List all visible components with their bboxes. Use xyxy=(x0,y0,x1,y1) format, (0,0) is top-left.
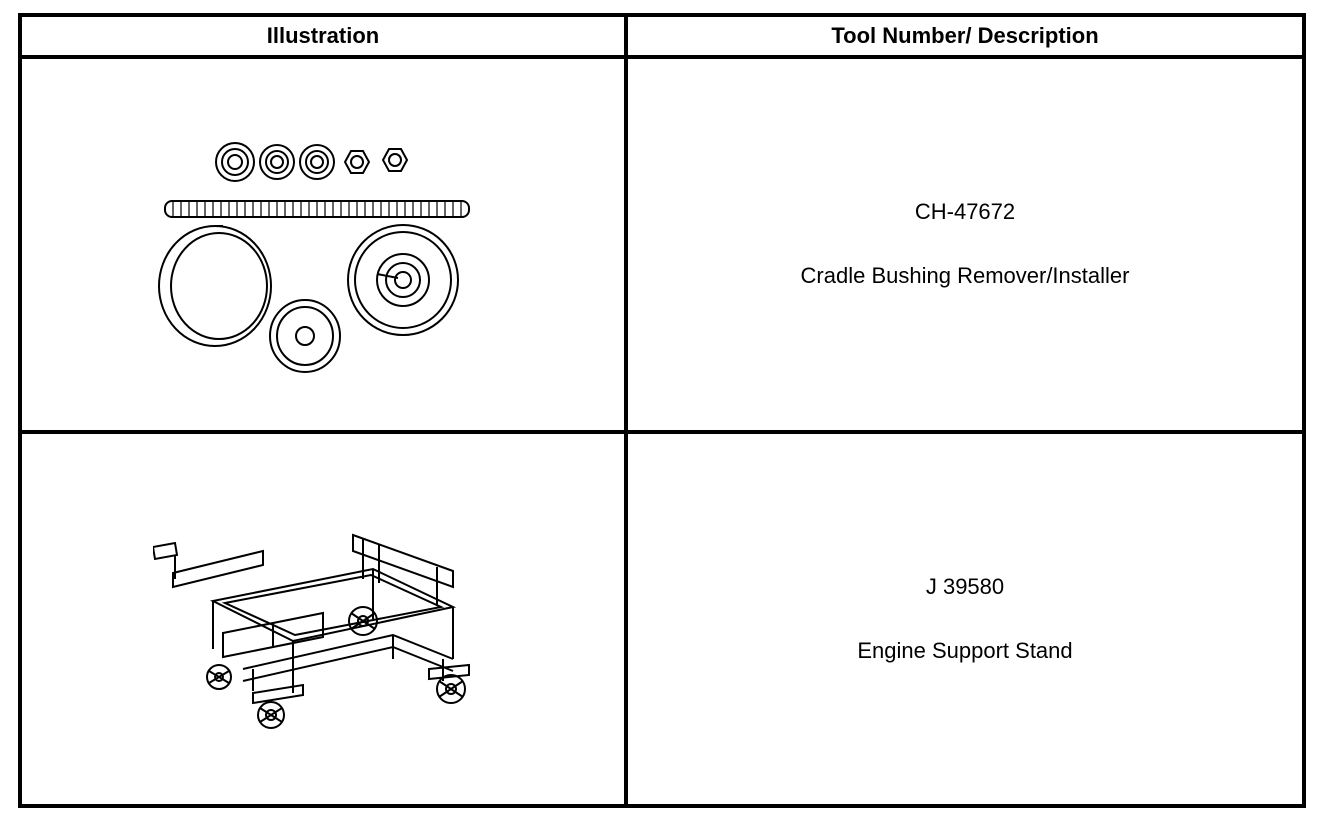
tool-description: Engine Support Stand xyxy=(857,637,1073,663)
header-illustration-cell: Illustration xyxy=(22,17,628,55)
table-row-2-illustration xyxy=(22,429,628,804)
bushing-remover-installer-kit-icon xyxy=(158,142,470,374)
tool-number: J 39580 xyxy=(925,573,1005,599)
header-description-cell: Tool Number/ Description xyxy=(628,17,1302,55)
header-illustration: Illustration xyxy=(266,23,380,48)
tool-description: Cradle Bushing Remover/Installer xyxy=(800,263,1130,289)
table-row-2-description: J 39580 Engine Support Stand xyxy=(628,429,1302,805)
tool-number: CH-47672 xyxy=(914,199,1016,225)
table-row-1-description: CH-47672 Cradle Bushing Remover/Installe… xyxy=(628,55,1302,430)
header-description: Tool Number/ Description xyxy=(831,23,1099,48)
table-row-1-illustration xyxy=(22,55,628,430)
tool-table: Illustration Tool Number/ Description xyxy=(18,13,1306,808)
engine-support-stand-icon xyxy=(153,533,470,729)
